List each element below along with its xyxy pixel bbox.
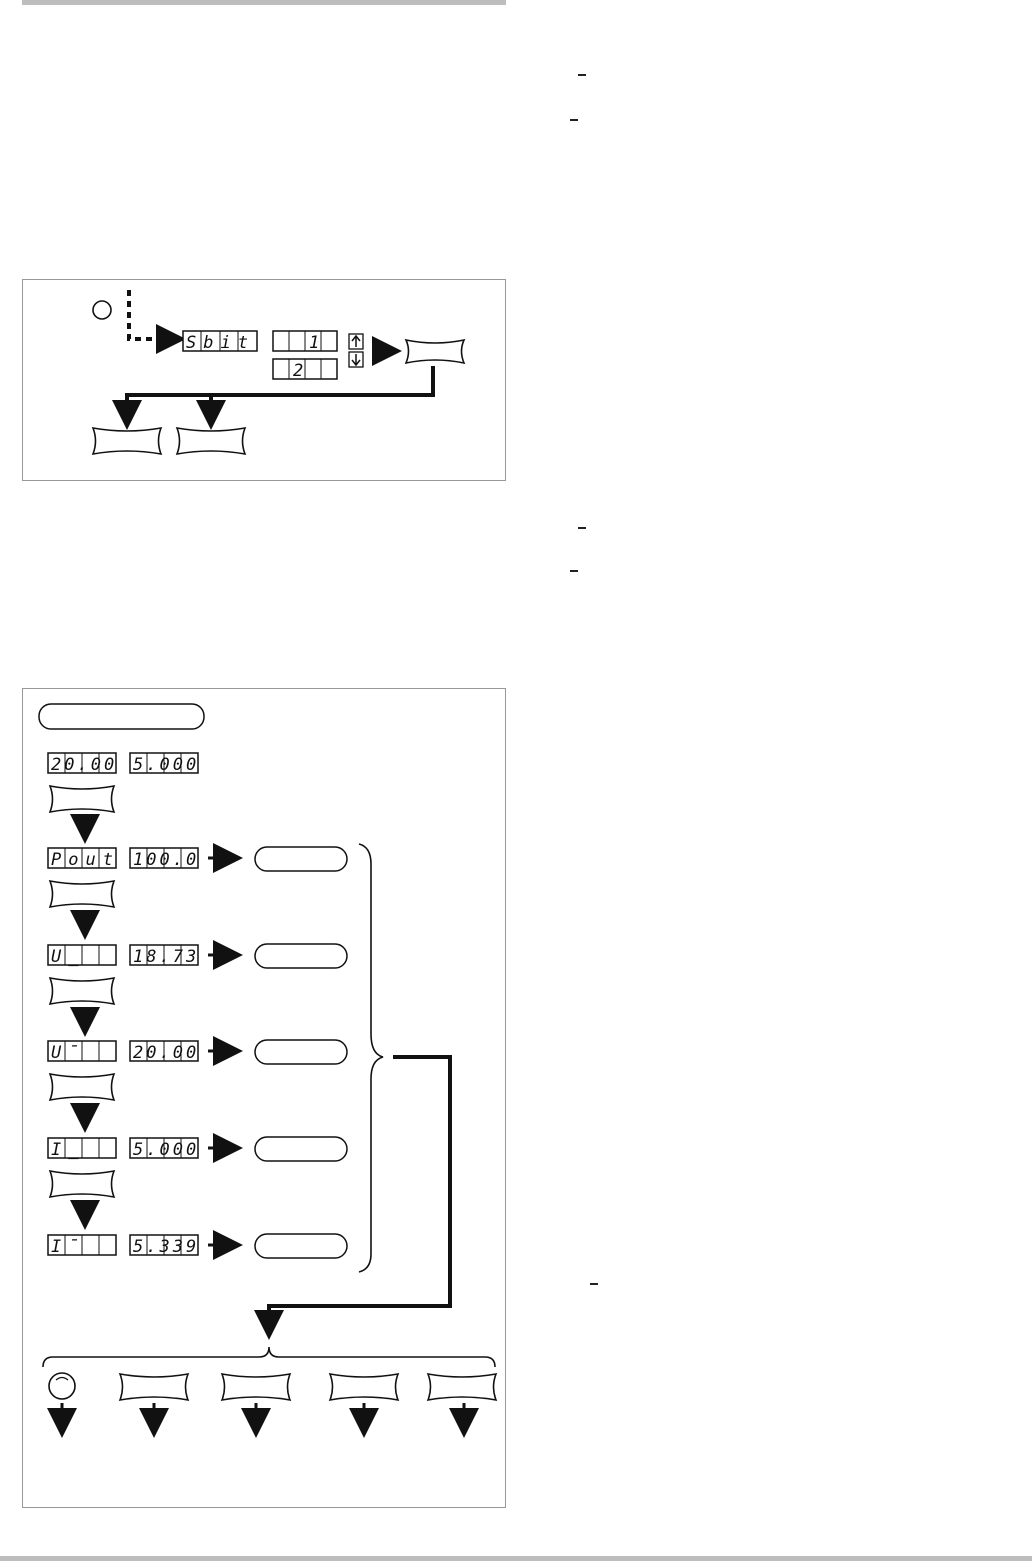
- result-pill: [254, 1136, 348, 1162]
- output-brace: [42, 1346, 496, 1368]
- result-pill: [254, 943, 348, 969]
- current-text: 5.000: [133, 755, 199, 775]
- value-1-text: 1: [309, 333, 319, 353]
- stopbit-diagram: Sbit 1 2: [91, 290, 466, 456]
- group-brace: [358, 843, 384, 1273]
- down-arrow-icon: [348, 351, 364, 368]
- voltage-display: 20.00: [47, 752, 117, 775]
- measurement-row: I_ 5.000: [47, 1133, 348, 1230]
- value-display-1: 1: [272, 330, 338, 353]
- row-label: U¯: [51, 1043, 85, 1063]
- row-value: 5.339: [133, 1237, 199, 1257]
- select-key: [48, 879, 116, 909]
- row-label: I¯: [51, 1237, 85, 1257]
- value-2-text: 2: [293, 361, 303, 381]
- confirm-key: [404, 338, 466, 365]
- up-arrow-icon: [348, 333, 364, 350]
- result-pill: [254, 846, 348, 872]
- top-rule: [22, 0, 506, 5]
- key-circle-icon: [92, 300, 112, 320]
- measurement-row: Pout 100.0: [47, 843, 348, 940]
- measurement-diagram: 20.00 5.000 Pout 100.0U_ 18.73U¯ 20.00I_ 5.0…: [38, 703, 498, 1438]
- result-pill: [254, 1233, 348, 1259]
- current-display: 5.000: [129, 752, 199, 775]
- voltage-text: 20.00: [51, 755, 117, 775]
- select-key: [48, 976, 116, 1006]
- row-value: 100.0: [133, 850, 199, 870]
- row-label: U_: [51, 947, 85, 967]
- result-pill: [254, 1039, 348, 1065]
- figure-stopbit-panel: Sbit 1 2: [22, 279, 506, 481]
- select-key: [48, 1072, 116, 1102]
- minus-mark: [570, 119, 578, 121]
- row-label: I_: [51, 1140, 85, 1160]
- rotary-knob-icon: [48, 1372, 76, 1400]
- row-value: 5.000: [133, 1140, 199, 1160]
- row-value: 20.00: [133, 1043, 199, 1063]
- measurement-row: U¯ 20.00: [47, 1036, 348, 1133]
- minus-mark: [590, 1283, 598, 1285]
- measurement-row: U_ 18.73: [47, 940, 348, 1037]
- dotted-connector: [127, 290, 158, 341]
- output-key-1: [118, 1372, 190, 1402]
- output-key-3: [328, 1372, 400, 1402]
- output-key-2: [220, 1372, 292, 1402]
- mode-pill: [38, 703, 205, 730]
- select-key-0: [48, 784, 116, 814]
- row-value: 18.73: [133, 947, 199, 967]
- select-key: [48, 1169, 116, 1199]
- option-key-1: [91, 426, 163, 456]
- minus-mark: [570, 570, 578, 572]
- measurement-row: I¯ 5.339: [47, 1230, 348, 1260]
- return-connector: [267, 1055, 452, 1319]
- output-key-4: [426, 1372, 498, 1402]
- sbit-display: Sbit: [182, 330, 258, 353]
- option-key-2: [175, 426, 247, 456]
- value-display-2: 2: [272, 358, 338, 381]
- row-label: Pout: [51, 850, 120, 870]
- minus-mark: [578, 74, 586, 76]
- sbit-label: Sbit: [186, 333, 255, 353]
- minus-mark: [578, 527, 586, 529]
- bottom-rule: [0, 1556, 1032, 1561]
